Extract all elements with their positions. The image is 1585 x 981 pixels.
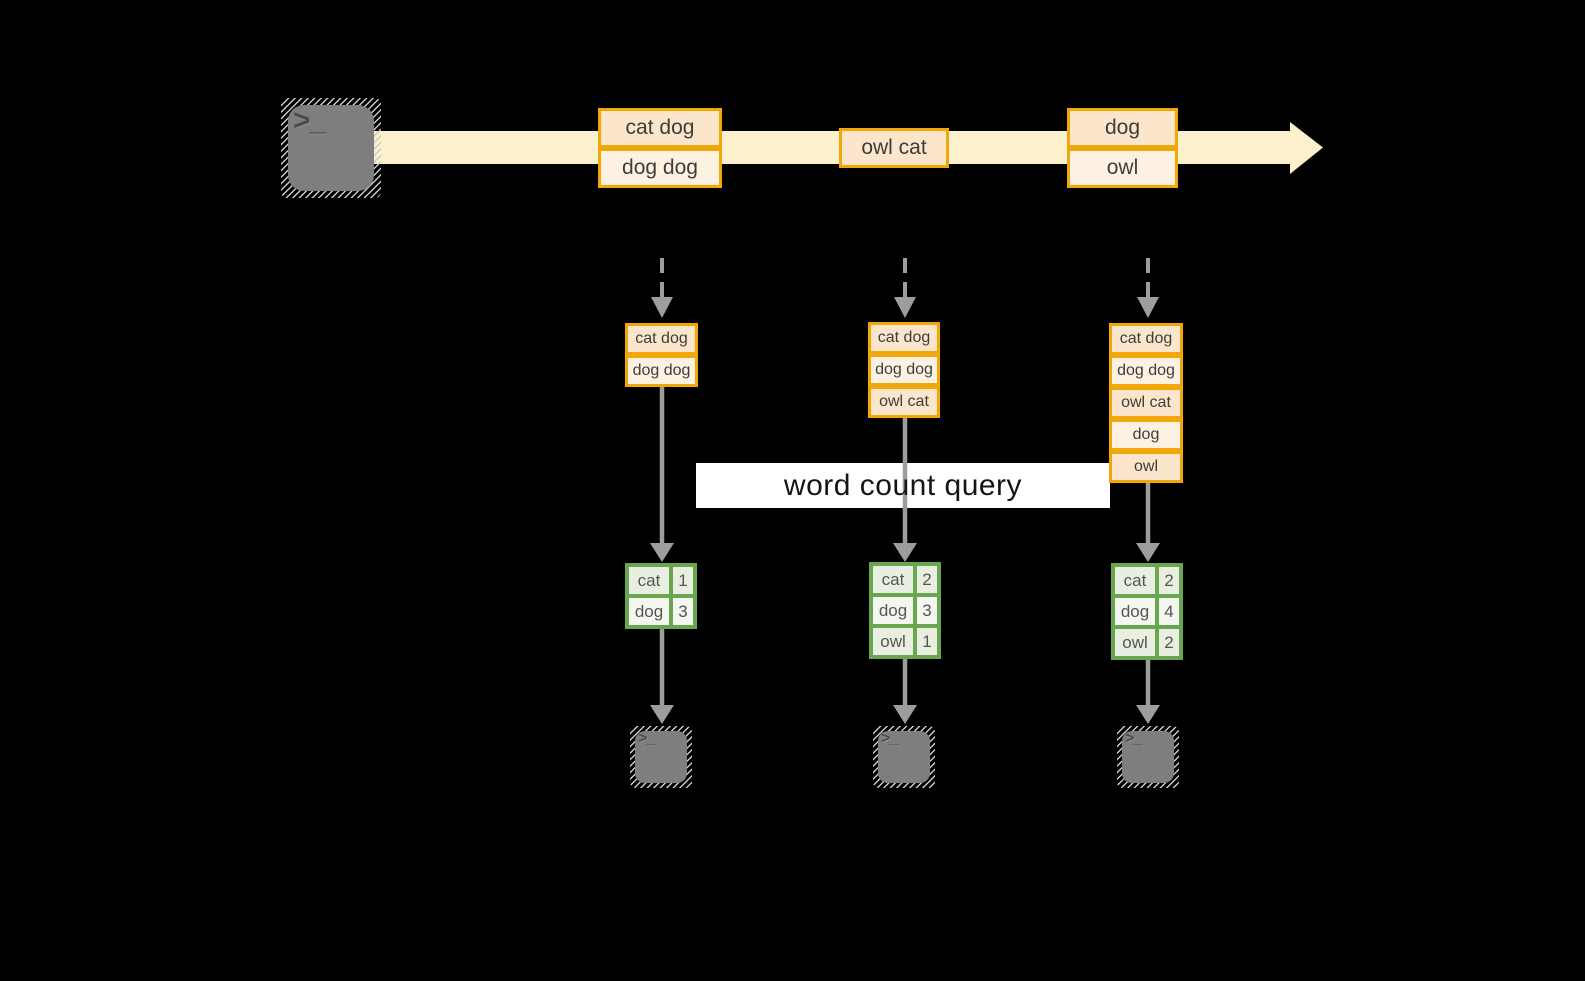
word-cell: cat: [871, 564, 915, 595]
event-row: dog dog: [598, 148, 722, 188]
result-terminal-2-icon: >_: [873, 726, 935, 788]
buffer-row: owl cat: [868, 386, 940, 418]
terminal-prompt-icon: >_: [881, 730, 898, 747]
table-row: cat 1: [627, 565, 695, 596]
buffer-stack-2: cat dog dog dog owl cat: [868, 322, 940, 418]
timeline-event-2: owl cat: [839, 128, 949, 168]
word-cell: dog: [871, 595, 915, 626]
table-row: dog 3: [627, 596, 695, 627]
timeline-event-1: cat dog dog dog: [598, 108, 722, 188]
word-cell: cat: [627, 565, 671, 596]
count-cell: 3: [915, 595, 939, 626]
word-cell: dog: [627, 596, 671, 627]
table-row: owl 1: [871, 626, 939, 657]
buffer-row: dog dog: [625, 355, 698, 387]
buffer-row: dog dog: [1109, 355, 1183, 387]
buffer-row: dog dog: [868, 354, 940, 386]
word-cell: dog: [1113, 596, 1157, 627]
count-cell: 1: [915, 626, 939, 657]
table-row: dog 4: [1113, 596, 1181, 627]
count-cell: 1: [671, 565, 695, 596]
buffer-row: owl cat: [1109, 387, 1183, 419]
terminal-screen: [288, 105, 374, 191]
arrowhead-table-3-icon: [1136, 543, 1160, 562]
result-terminal-3-icon: >_: [1117, 726, 1179, 788]
count-table-1: cat 1 dog 3: [625, 563, 697, 629]
word-cell: owl: [871, 626, 915, 657]
table-row: dog 3: [871, 595, 939, 626]
source-terminal-icon: >_: [281, 98, 381, 198]
word-cell: owl: [1113, 627, 1157, 658]
buffer-stack-3: cat dog dog dog owl cat dog owl: [1109, 323, 1183, 483]
arrowhead-terminal-1-icon: [650, 705, 674, 724]
arrowhead-terminal-3-icon: [1136, 705, 1160, 724]
timeline-event-3: dog owl: [1067, 108, 1178, 188]
query-label: word count query: [783, 468, 1023, 502]
table-row: owl 2: [1113, 627, 1181, 658]
buffer-row: cat dog: [625, 323, 698, 355]
buffer-stack-1: cat dog dog dog: [625, 323, 698, 387]
count-cell: 2: [1157, 627, 1181, 658]
count-cell: 2: [1157, 565, 1181, 596]
count-cell: 4: [1157, 596, 1181, 627]
event-row: owl cat: [839, 128, 949, 168]
count-table-2: cat 2 dog 3 owl 1: [869, 562, 941, 659]
arrowhead-terminal-2-icon: [893, 705, 917, 724]
table-row: cat 2: [1113, 565, 1181, 596]
arrowhead-table-1-icon: [650, 543, 674, 562]
event-row: cat dog: [598, 108, 722, 148]
buffer-row: dog: [1109, 419, 1183, 451]
count-table-3: cat 2 dog 4 owl 2: [1111, 563, 1183, 660]
event-row: dog: [1067, 108, 1178, 148]
dashed-arrowhead-3-icon: [1137, 297, 1159, 318]
arrowhead-table-2-icon: [893, 543, 917, 562]
stream-arrowhead-icon: [1290, 122, 1323, 174]
terminal-prompt-icon: >_: [638, 730, 655, 747]
count-cell: 3: [671, 596, 695, 627]
terminal-screen: [635, 731, 687, 783]
buffer-row: owl: [1109, 451, 1183, 483]
dashed-arrowhead-1-icon: [651, 297, 673, 318]
table-row: cat 2: [871, 564, 939, 595]
terminal-prompt-icon: >_: [1125, 730, 1142, 747]
result-terminal-1-icon: >_: [630, 726, 692, 788]
terminal-screen: [1122, 731, 1174, 783]
event-row: owl: [1067, 148, 1178, 188]
buffer-row: cat dog: [1109, 323, 1183, 355]
terminal-screen: [878, 731, 930, 783]
count-cell: 2: [915, 564, 939, 595]
dashed-arrowhead-2-icon: [894, 297, 916, 318]
word-cell: cat: [1113, 565, 1157, 596]
buffer-row: cat dog: [868, 322, 940, 354]
terminal-prompt-icon: >_: [293, 104, 326, 137]
